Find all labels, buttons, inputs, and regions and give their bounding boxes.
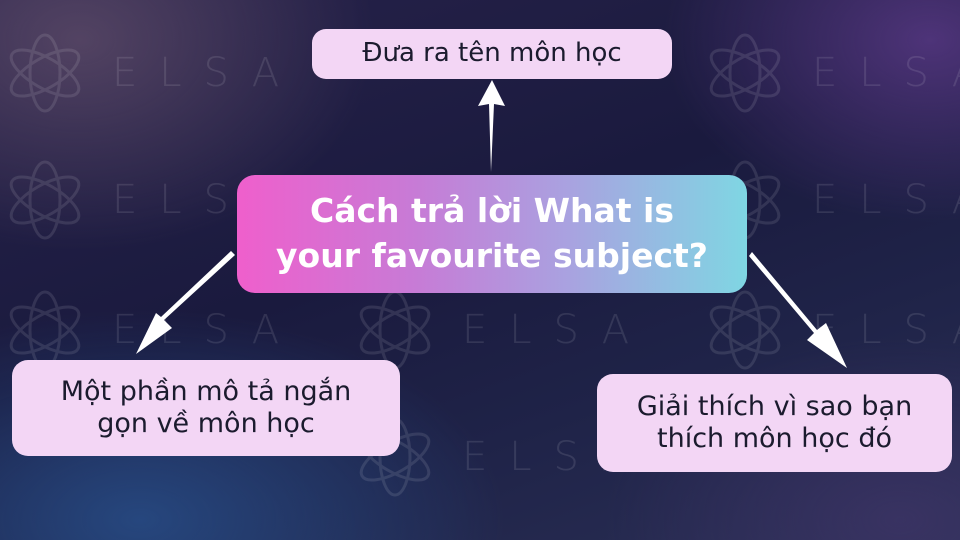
node-central-question: Cách trả lời What is your favourite subj… — [237, 175, 747, 293]
watermark-text: ELSA — [812, 177, 960, 223]
elsa-logo-icon — [709, 33, 781, 113]
node-top-label: Đưa ra tên môn học — [362, 38, 622, 69]
watermark-text: ELSA — [112, 50, 302, 96]
watermark-text: ELSA — [112, 307, 302, 353]
node-short-description: Một phần mô tả ngắn gọn về môn học — [12, 360, 400, 456]
arrow-to-left — [136, 251, 235, 354]
right-line-2: thích môn học đó — [657, 423, 892, 454]
watermark-logo: ELSA — [700, 285, 960, 375]
center-line-2: your favourite subject? — [276, 236, 708, 275]
watermark-text: ELSA — [812, 50, 960, 96]
watermark-text: ELSA — [812, 307, 960, 353]
elsa-logo-icon — [709, 290, 781, 370]
arrow-to-right — [749, 252, 847, 368]
right-line-1: Giải thích vì sao bạn — [636, 390, 913, 422]
watermark-logo: ELSA — [0, 28, 301, 118]
arrow-to-top — [478, 80, 505, 172]
elsa-logo-icon — [9, 160, 81, 240]
center-line-1: Cách trả lời What is — [310, 191, 674, 231]
watermark-logo: ELSA — [350, 285, 651, 375]
elsa-logo-icon — [9, 33, 81, 113]
node-give-subject-name: Đưa ra tên môn học — [312, 29, 672, 79]
watermark-text: ELSA — [462, 307, 652, 353]
node-explain-why: Giải thích vì sao bạn thích môn học đó — [597, 374, 952, 472]
left-line-1: Một phần mô tả ngắn — [60, 375, 352, 407]
left-line-2: gọn về môn học — [97, 408, 315, 439]
watermark-logo: ELSA — [700, 28, 960, 118]
